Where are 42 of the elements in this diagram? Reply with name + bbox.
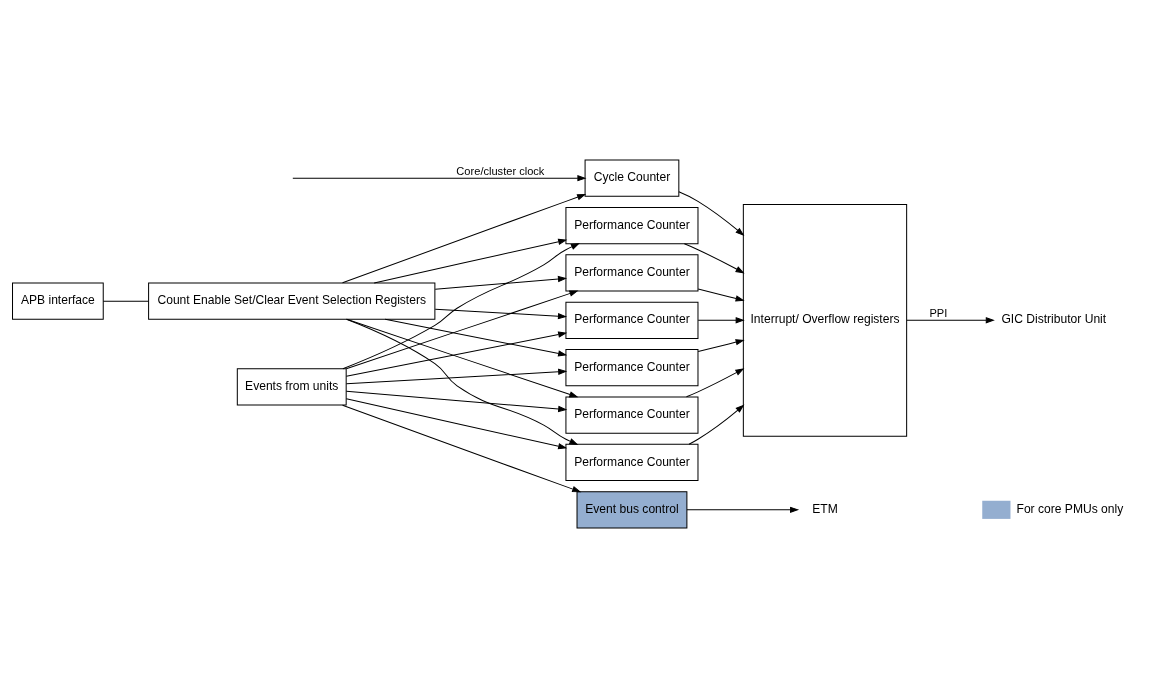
arrow xyxy=(686,506,800,513)
arrow xyxy=(292,174,587,181)
node-box: APB interface xyxy=(12,282,104,320)
connector xyxy=(102,300,149,302)
edge-label: Core/cluster clock xyxy=(456,164,545,177)
arrow xyxy=(345,330,568,377)
arrow xyxy=(346,318,579,445)
node-box: Count Enable Set/Clear Event Selection Registers xyxy=(148,282,436,320)
edge-label: PPI xyxy=(929,306,948,319)
arrow xyxy=(342,242,581,369)
arrow xyxy=(688,404,745,445)
legend-label: For core PMUs only xyxy=(1016,501,1124,516)
node-box: Events from units xyxy=(236,367,347,405)
node-box: Performance Counter xyxy=(565,348,699,386)
arrow xyxy=(434,308,568,319)
arrow xyxy=(434,275,568,290)
node-text: GIC Distributor Unit xyxy=(1001,311,1107,326)
arrow xyxy=(678,190,745,236)
node-box: Performance Counter xyxy=(565,443,699,481)
arrow xyxy=(345,390,568,412)
arrow xyxy=(697,288,745,302)
arrow xyxy=(683,242,745,273)
arrow xyxy=(345,290,579,369)
arrow xyxy=(697,316,745,323)
arrow xyxy=(373,238,568,283)
arrow xyxy=(342,193,587,283)
arrow xyxy=(906,316,995,323)
node-box: Interrupt/ Overflow registers xyxy=(742,203,908,437)
node-text: ETM xyxy=(812,501,838,516)
arrow xyxy=(345,397,568,449)
arrow xyxy=(345,368,568,384)
node-box: Performance Counter xyxy=(565,206,699,244)
node-box: Performance Counter xyxy=(565,301,699,339)
node-box: Performance Counter xyxy=(565,253,699,292)
node-box: Event bus control xyxy=(576,490,688,528)
arrow xyxy=(346,318,579,397)
arrow xyxy=(384,318,568,357)
arrow xyxy=(686,367,745,397)
node-box: Performance Counter xyxy=(565,395,699,434)
arrow xyxy=(697,338,745,352)
node-box: Cycle Counter xyxy=(584,159,680,197)
arrow xyxy=(342,404,582,492)
